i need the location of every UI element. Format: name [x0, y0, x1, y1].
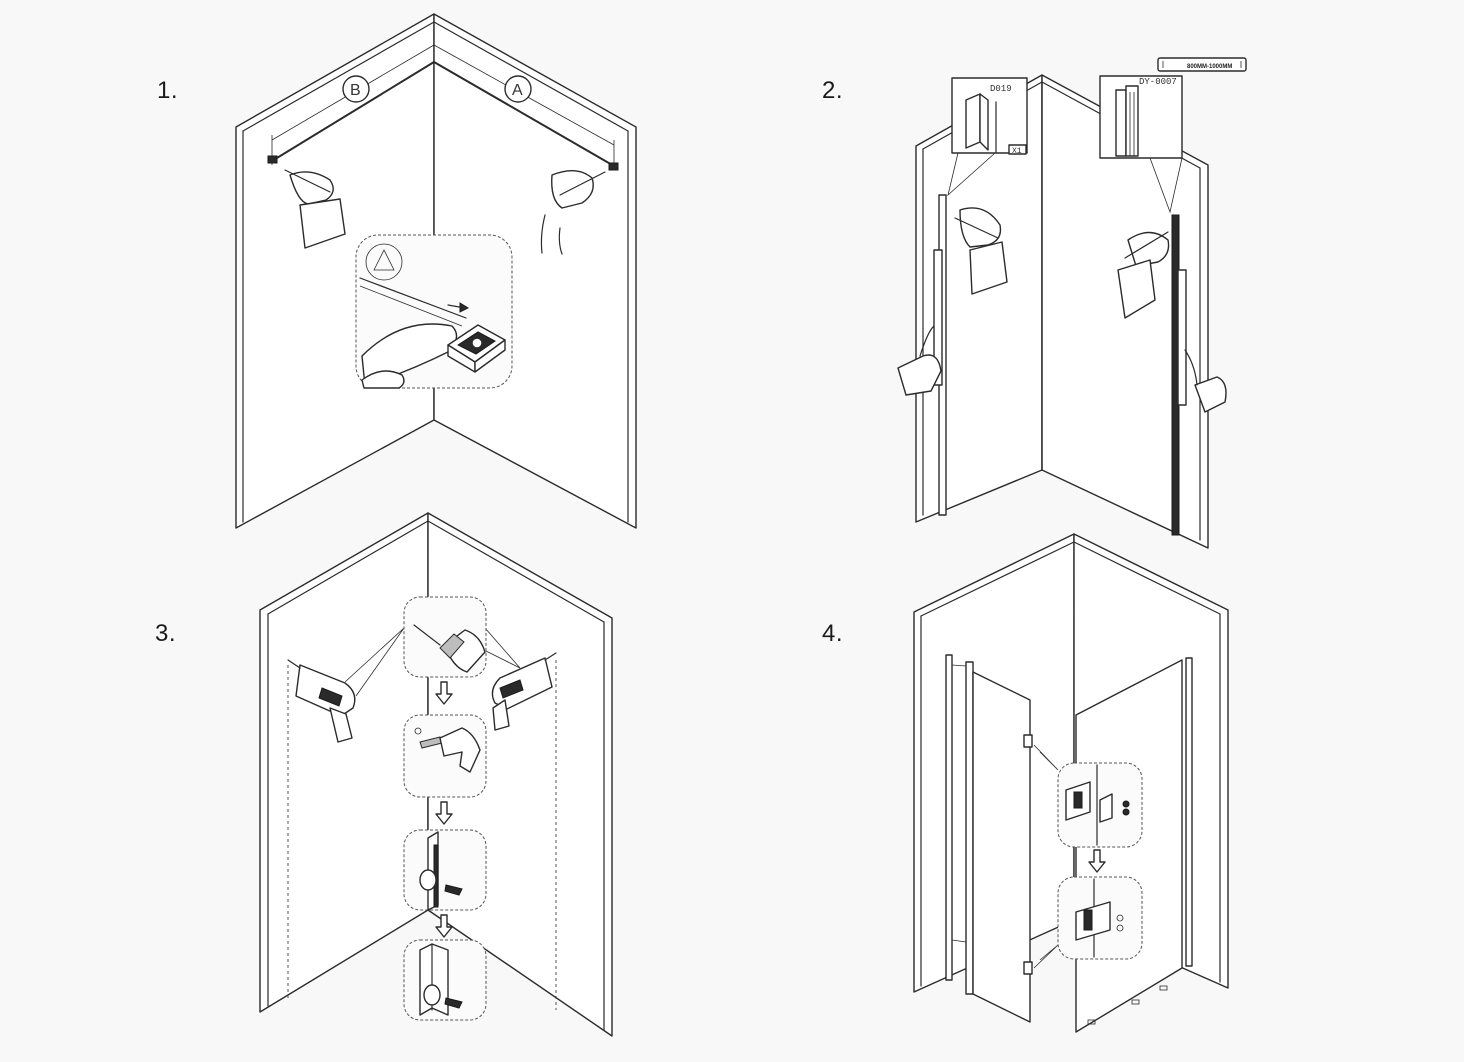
step1-illustration: B A [235, 13, 637, 529]
wall-marker-a: A [504, 75, 532, 103]
wall-marker-b: B [342, 75, 370, 103]
svg-text:A: A [512, 82, 523, 99]
hand-with-pencil-icon [954, 207, 1008, 295]
step3-detail-drill [403, 596, 487, 678]
svg-text:X1: X1 [1012, 147, 1022, 156]
wall-profile-left [945, 654, 953, 981]
hand-holding-profile-icon [1184, 349, 1227, 413]
step-number-1: 1. [157, 77, 179, 104]
step4-illustration [913, 533, 1229, 1033]
size-range-label: 800MM-1000MM [1157, 57, 1247, 72]
hand-with-pencil-icon [1117, 231, 1170, 319]
step4-detail-hinge [1057, 876, 1143, 960]
svg-text:800MM-1000MM: 800MM-1000MM [1187, 64, 1232, 70]
down-arrow-icon [435, 801, 453, 825]
step1-detail-bubble [355, 234, 513, 389]
hand-with-pencil-icon [284, 169, 346, 249]
door-frame-left [965, 661, 974, 995]
profile-callout-dy0007: DY-0007 [1099, 75, 1183, 214]
down-arrow-icon [435, 914, 453, 938]
hinge-icon [1023, 961, 1033, 975]
profile-callout-d019: D019 X1 [947, 77, 1028, 197]
step4-detail-hinge [1057, 762, 1143, 848]
drill-icon [491, 652, 557, 731]
step-number-3: 3. [155, 620, 177, 647]
down-arrow-icon [435, 681, 453, 705]
step2-illustration: D019 X1 DY-0007 800MM-1000MM [897, 57, 1247, 549]
hinge-icon [1023, 734, 1033, 748]
hand-with-pencil-icon [540, 170, 606, 255]
step3-illustration [259, 512, 613, 1037]
svg-text:DY-0007: DY-0007 [1139, 77, 1177, 87]
step3-detail-profile-screw [403, 939, 487, 1021]
wall-profile-right [1185, 657, 1193, 967]
drill-icon [287, 659, 356, 743]
glass-door-left [972, 671, 1031, 1023]
step3-detail-hammer [403, 714, 487, 798]
step-number-4: 4. [822, 620, 844, 647]
step-number-2: 2. [822, 77, 844, 104]
svg-text:B: B [350, 82, 361, 99]
step3-detail-profile-screw [403, 829, 487, 911]
down-arrow-icon [1088, 849, 1106, 873]
hand-holding-profile-icon [897, 325, 942, 396]
tape-measure-icon [447, 324, 506, 373]
svg-text:D019: D019 [990, 84, 1012, 94]
step3-left-wall [259, 512, 429, 1013]
